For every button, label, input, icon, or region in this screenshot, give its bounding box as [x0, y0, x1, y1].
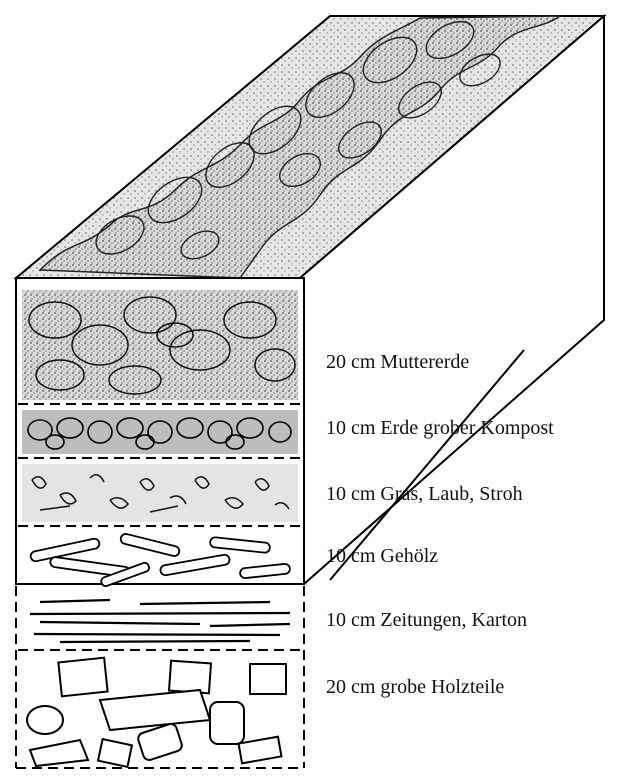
label-compost: 10 cm Erde grober Kompost [326, 418, 554, 438]
layer-coarse-wood-fill [27, 658, 286, 767]
label-topsoil: 20 cm Muttererde [326, 352, 469, 372]
label-wood: 10 cm Gehölz [326, 546, 438, 566]
label-coarse-wood: 20 cm grobe Holzteile [326, 677, 504, 697]
layer-paper-fill [30, 600, 290, 642]
label-paper-cardboard: 10 cm Zeitungen, Karton [326, 610, 527, 630]
label-grass-leaves-straw: 10 cm Gras, Laub, Stroh [326, 484, 523, 504]
layer-compost-fill [22, 410, 298, 454]
layer-grass-fill [22, 464, 298, 522]
layer-topsoil-fill [22, 290, 298, 400]
